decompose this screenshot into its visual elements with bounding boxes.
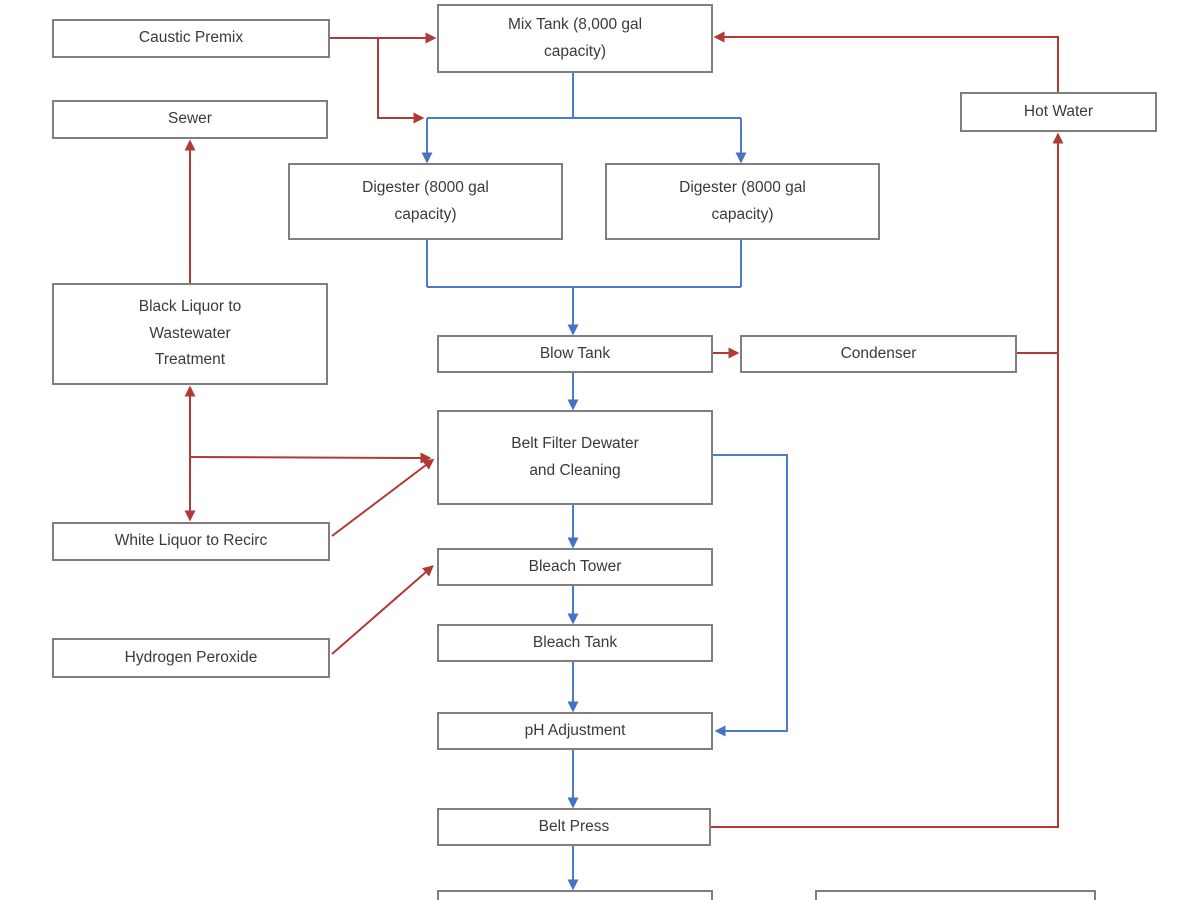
node-ph-adjustment: pH Adjustment (437, 712, 713, 750)
edge-liquor-line-to-belt-filter (189, 452, 432, 464)
node-white-liquor-label: White Liquor to Recirc (114, 532, 268, 550)
node-sewer: Sewer (52, 100, 328, 139)
edge-belt-filter-bypass-to-ph-adjustment (713, 454, 788, 737)
node-digester-1-label: Digester (8000 gal capacity) (362, 179, 489, 223)
node-white-liquor: White Liquor to Recirc (52, 522, 330, 561)
node-belt-press: Belt Press (437, 808, 711, 846)
node-condenser-label: Condenser (840, 344, 917, 362)
edge-hot-water-to-mix-tank (713, 31, 1059, 92)
node-digester-1: Digester (8000 gal capacity) (288, 163, 563, 240)
node-belt-filter-label: Belt Filter Dewater and Cleaning (511, 435, 639, 479)
node-caustic-premix: Caustic Premix (52, 19, 330, 58)
node-black-liquor-label: Black Liquor to Wastewater Treatment (138, 298, 242, 369)
node-blow-tank: Blow Tank (437, 335, 713, 373)
node-hydrogen-peroxide: Hydrogen Peroxide (52, 638, 330, 678)
node-outlet-left (437, 890, 713, 900)
node-caustic-premix-label: Caustic Premix (138, 29, 244, 47)
node-hydrogen-peroxide-label: Hydrogen Peroxide (124, 648, 258, 666)
node-ph-adjustment-label: pH Adjustment (524, 721, 626, 739)
edge-caustic-premix-to-digesters-inlet (377, 38, 425, 124)
node-bleach-tank-label: Bleach Tank (532, 633, 618, 651)
node-bleach-tank: Bleach Tank (437, 624, 713, 662)
node-hot-water-label: Hot Water (1023, 102, 1094, 120)
node-blow-tank-label: Blow Tank (539, 344, 611, 362)
node-digester-2: Digester (8000 gal capacity) (605, 163, 880, 240)
edge-white-liquor-to-belt-filter (331, 458, 435, 537)
node-digester-2-label: Digester (8000 gal capacity) (679, 179, 806, 223)
edge-hydrogen-peroxide-to-bleach-tower (331, 565, 434, 655)
edge-belt-press-to-hot-water (711, 132, 1064, 828)
node-belt-filter: Belt Filter Dewater and Cleaning (437, 410, 713, 505)
node-mix-tank: Mix Tank (8,000 gal capacity) (437, 4, 713, 73)
node-bleach-tower-label: Bleach Tower (528, 557, 622, 575)
node-belt-press-label: Belt Press (538, 817, 610, 835)
node-black-liquor: Black Liquor to Wastewater Treatment (52, 283, 328, 385)
node-condenser: Condenser (740, 335, 1017, 373)
node-sewer-label: Sewer (168, 110, 212, 128)
node-mix-tank-label: Mix Tank (8,000 gal capacity) (507, 16, 643, 60)
node-hot-water: Hot Water (960, 92, 1157, 132)
node-outlet-right (815, 890, 1096, 900)
node-bleach-tower: Bleach Tower (437, 548, 713, 586)
